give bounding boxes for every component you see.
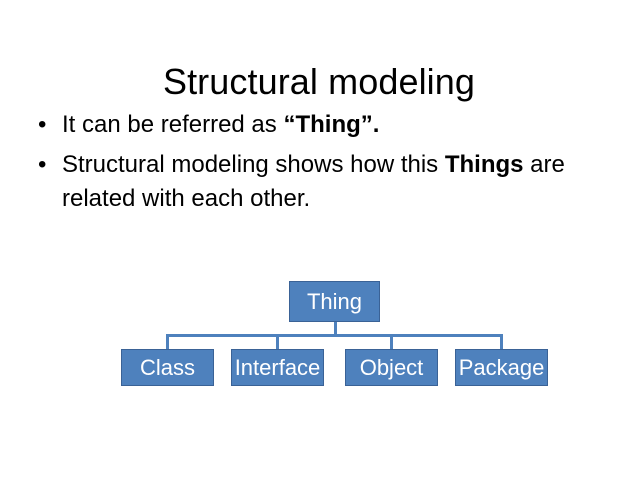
org-node-interface-label: Interface [234, 354, 321, 380]
page-title: Structural modeling [162, 61, 476, 103]
connector-drop-package [500, 334, 503, 349]
connector-drop-interface [276, 334, 279, 349]
connector-horizontal-bus [166, 334, 503, 337]
org-node-object-label: Object [359, 354, 424, 380]
bullet-marker-icon: • [38, 111, 47, 138]
connector-root-stem [334, 322, 337, 335]
org-node-package-label: Package [458, 354, 545, 380]
org-node-root-label: Thing [306, 288, 363, 314]
bullet-1-segment-1: “Thing”. [283, 111, 380, 138]
connector-drop-object [390, 334, 393, 349]
org-node-class: Class [121, 349, 214, 386]
org-chart-diagram: Thing Class Interface Object Package [0, 270, 638, 400]
list-item: • It can be referred as “Thing”. [30, 108, 620, 142]
bullet-1-segment-0: It can be referred as [62, 111, 284, 138]
org-node-package: Package [455, 349, 548, 386]
org-node-interface: Interface [231, 349, 324, 386]
bullet-text-1: It can be referred as “Thing”. [62, 108, 620, 142]
org-node-class-label: Class [139, 354, 195, 380]
connector-drop-class [166, 334, 169, 349]
list-item: • Structural modeling shows how this Thi… [30, 148, 620, 216]
org-node-root: Thing [289, 281, 380, 322]
bullet-marker-icon: • [38, 151, 47, 178]
bullet-2-segment-1: Things [444, 151, 524, 178]
bullet-2-segment-2: are related with each other. [62, 151, 565, 212]
bullet-list: • It can be referred as “Thing”. • Struc… [30, 108, 620, 222]
bullet-2-segment-0: Structural modeling shows how this [62, 151, 445, 178]
org-node-object: Object [345, 349, 438, 386]
bullet-text-2: Structural modeling shows how this Thing… [62, 148, 620, 216]
